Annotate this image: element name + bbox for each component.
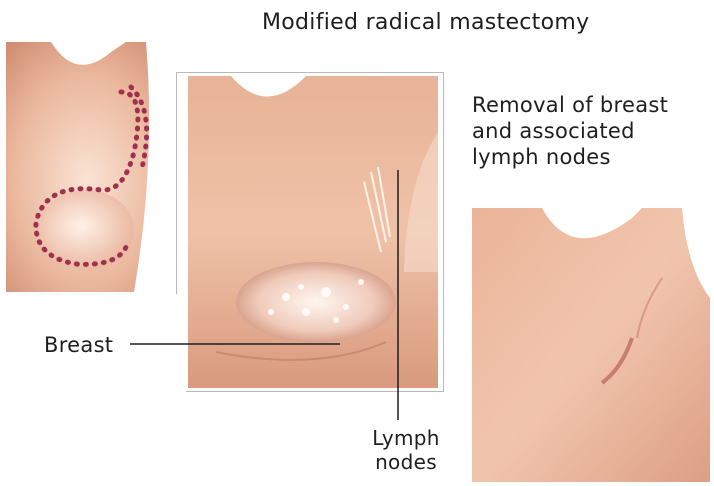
breast-label: Breast bbox=[44, 333, 113, 357]
lymph-nodes-label: Lymph nodes bbox=[356, 426, 456, 474]
